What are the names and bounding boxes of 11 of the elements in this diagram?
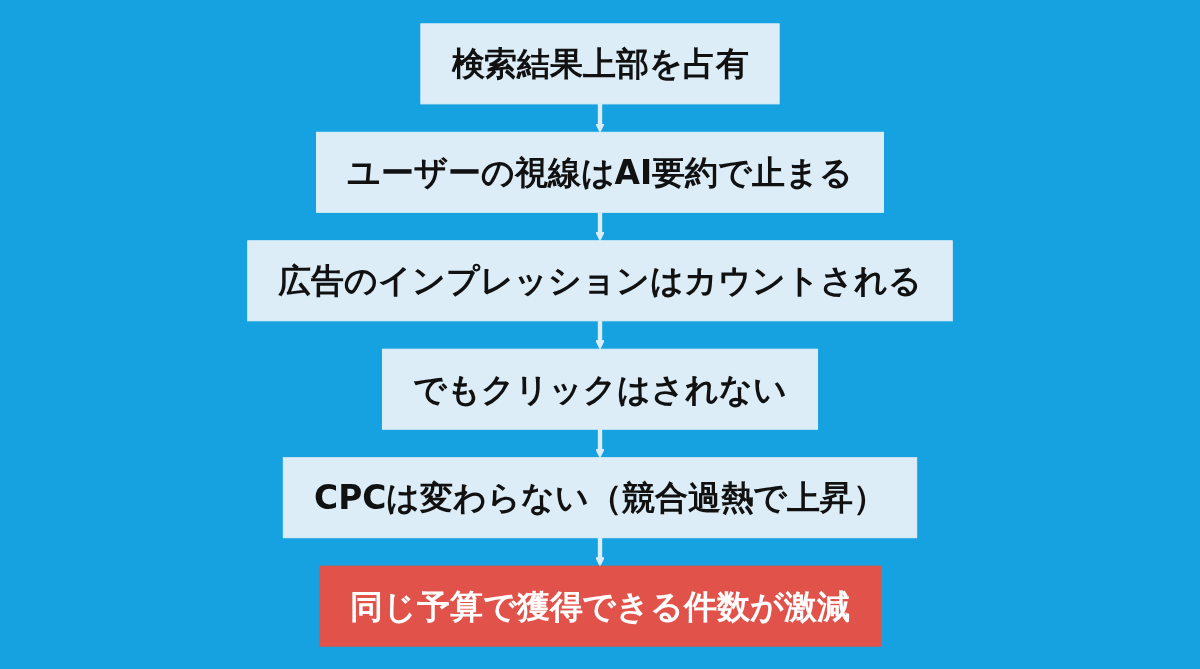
node-box: 広告のインプレッションはカウントされる xyxy=(247,239,953,321)
node-box: 同じ予算で獲得できる件数が激減 xyxy=(318,565,881,647)
node-box: CPCは変わらない（競合過熱で上昇） xyxy=(282,456,918,538)
node-box: でもクリックはされない xyxy=(381,348,819,430)
arrow xyxy=(595,211,605,241)
arrow xyxy=(595,320,605,350)
arrow xyxy=(595,428,605,458)
node-box: ユーザーの視線はAI要約で止まる xyxy=(316,131,884,213)
node-box: 検索結果上部を占有 xyxy=(420,22,780,104)
arrow xyxy=(595,103,605,133)
arrow xyxy=(595,537,605,567)
